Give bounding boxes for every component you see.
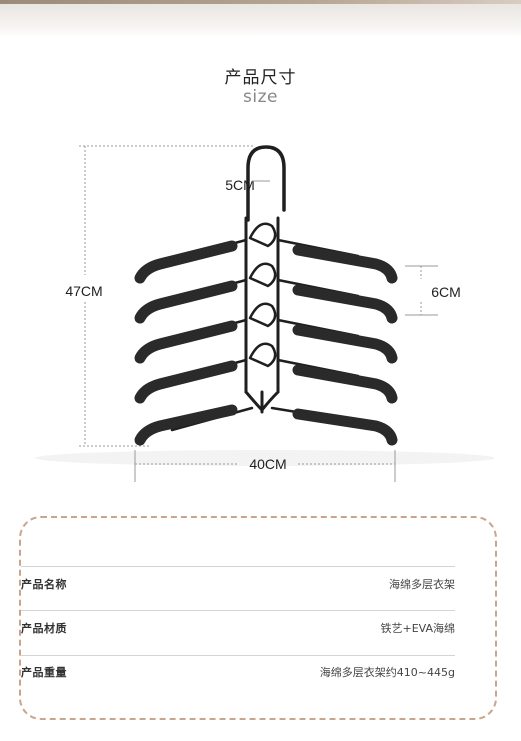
hanger-diagram: 47CM 40CM 6CM 5CM xyxy=(35,145,495,482)
loop-3 xyxy=(248,302,277,328)
hook-wire xyxy=(246,145,286,222)
spec-row-material: 产品材质 铁艺+EVA海绵 xyxy=(21,606,455,650)
top-decor-band xyxy=(0,0,521,38)
spacing-dimension: 6CM xyxy=(405,265,461,316)
spacing-label: 6CM xyxy=(431,284,461,300)
foam-pad-right-5 xyxy=(292,408,398,446)
floor-shadow xyxy=(35,450,495,466)
height-label: 47CM xyxy=(65,283,102,299)
spec-divider xyxy=(21,610,455,611)
foam-pad-right-4 xyxy=(292,364,398,404)
loop-2 xyxy=(248,262,277,288)
spec-row-name: 产品名称 海绵多层衣架 xyxy=(21,562,455,606)
spec-divider xyxy=(21,655,455,656)
foam-pad-left-3 xyxy=(134,320,238,364)
foam-pad-right-2 xyxy=(292,284,398,324)
spec-value: 海绵多层衣架 xyxy=(389,578,455,591)
spec-value: 铁艺+EVA海绵 xyxy=(380,622,455,635)
foam-pad-left-2 xyxy=(134,280,238,324)
width-dimension: 40CM xyxy=(134,450,396,482)
spec-value: 海绵多层衣架约410~445g xyxy=(319,666,455,679)
loop-4 xyxy=(248,342,277,368)
foam-pad-left-4 xyxy=(134,360,238,404)
section-subtitle: size xyxy=(243,87,278,107)
foam-pad-left-1 xyxy=(134,240,238,284)
height-dimension: 47CM xyxy=(65,145,255,447)
spec-divider xyxy=(21,566,455,567)
width-label: 40CM xyxy=(249,456,286,472)
loop-1 xyxy=(248,222,277,248)
foam-pads-left xyxy=(134,240,238,446)
foam-pad-left-5 xyxy=(134,404,238,446)
spec-row-weight: 产品重量 海绵多层衣架约410~445g xyxy=(21,650,455,694)
foam-pad-right-3 xyxy=(292,324,398,364)
hook-label: 5CM xyxy=(225,177,255,193)
foam-pad-right-1 xyxy=(292,244,398,284)
spec-label: 产品材质 xyxy=(21,622,67,635)
foam-pads-right xyxy=(292,244,398,446)
section-title: 产品尺寸 xyxy=(224,68,297,88)
spec-box xyxy=(19,516,497,720)
spec-label: 产品重量 xyxy=(21,666,67,679)
spec-label: 产品名称 xyxy=(21,578,67,591)
